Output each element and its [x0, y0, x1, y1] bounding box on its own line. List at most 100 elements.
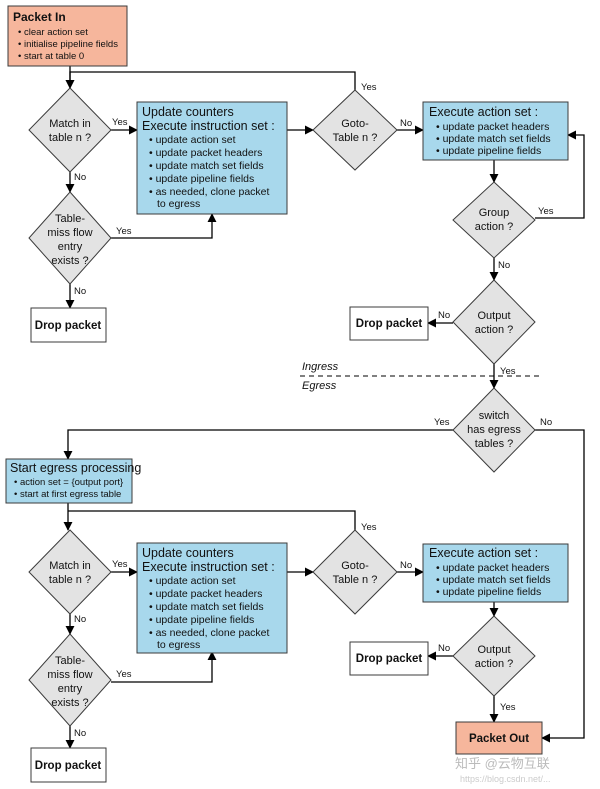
drop-packet-text: Drop packet [356, 318, 423, 330]
switch-text: switch [479, 410, 510, 422]
node-tablemiss: Table- miss flow entry exists ? [28, 191, 112, 285]
tablemiss-text: entry [58, 683, 83, 695]
node-egress-output-action: Output action ? [452, 615, 536, 697]
node-egress-match-table: Match in table n ? [28, 529, 112, 615]
node-drop-packet: Drop packet [30, 307, 107, 343]
label-yes: Yes [538, 206, 554, 217]
match-table-text: Match in [49, 118, 91, 130]
node-output-action: Output action ? [452, 279, 536, 365]
edge-switch-packetout [535, 429, 585, 743]
tablemiss-text: entry [58, 241, 83, 253]
node-group-action: Group action ? [452, 181, 536, 259]
match-table-text: table n ? [49, 132, 91, 144]
update-item: • update pipeline fields [149, 614, 254, 626]
output-text: action ? [475, 324, 514, 336]
group-text: Group [479, 207, 510, 219]
label-yes: Yes [361, 522, 377, 533]
tablemiss-text: miss flow [47, 669, 92, 681]
update-item: • update action set [149, 134, 236, 146]
execute-item: • update packet headers [436, 121, 549, 133]
label-no: No [540, 417, 552, 428]
label-no: No [498, 260, 510, 271]
update-text: Update counters [142, 546, 234, 560]
zone-egress-label: Egress [302, 380, 337, 392]
tablemiss-text: Table- [55, 655, 85, 667]
execute-item: • update pipeline fields [436, 145, 541, 157]
edge-egoto-loop [68, 510, 356, 530]
node-packet-out: Packet Out [455, 721, 543, 755]
label-yes: Yes [434, 417, 450, 428]
update-text: Execute instruction set : [142, 119, 275, 133]
packet-in-item: • clear action set [18, 27, 88, 38]
match-table-text: Match in [49, 560, 91, 572]
label-no: No [74, 614, 86, 625]
update-item: to egress [157, 639, 200, 651]
label-no: No [400, 118, 412, 129]
node-switch-egress: switch has egress tables ? [452, 387, 536, 473]
packet-in-title: Packet In [13, 10, 66, 24]
goto-text: Table n ? [333, 574, 378, 586]
switch-text: has egress [467, 424, 521, 436]
match-table-text: table n ? [49, 574, 91, 586]
label-yes: Yes [500, 702, 516, 713]
update-item: • as needed, clone packet [149, 186, 270, 198]
node-goto-table: Goto- Table n ? [312, 89, 398, 171]
egress-start-title: Start egress processing [10, 461, 141, 475]
switch-text: tables ? [475, 438, 514, 450]
label-yes: Yes [116, 669, 132, 680]
goto-text: Goto- [341, 118, 369, 130]
update-text: Update counters [142, 105, 234, 119]
edge-etablemiss-update [111, 651, 217, 683]
drop-packet-text: Drop packet [356, 653, 423, 665]
execute-item: • update packet headers [436, 562, 549, 574]
update-item: • update packet headers [149, 147, 262, 159]
label-yes: Yes [361, 82, 377, 93]
update-item: • update match set fields [149, 160, 264, 172]
update-item: • update pipeline fields [149, 173, 254, 185]
label-no: No [400, 560, 412, 571]
update-item: • update match set fields [149, 601, 264, 613]
packet-out-text: Packet Out [469, 733, 529, 745]
egress-start-item: • start at first egress table [14, 489, 121, 500]
packet-in-item: • start at table 0 [18, 51, 84, 62]
watermark-url: https://blog.csdn.net/... [460, 774, 551, 784]
node-egress-drop-packet-right: Drop packet [349, 641, 429, 676]
update-item: • update packet headers [149, 588, 262, 600]
label-yes: Yes [112, 559, 128, 570]
label-no: No [74, 286, 86, 297]
node-egress-execute-action-set: Execute action set : • update packet hea… [422, 543, 569, 603]
goto-text: Table n ? [333, 132, 378, 144]
label-no: No [438, 643, 450, 654]
drop-packet-text: Drop packet [35, 320, 102, 332]
node-execute-action-set: Execute action set : • update packet hea… [422, 101, 569, 161]
node-packet-in: Packet In • clear action set • initialis… [7, 5, 128, 67]
label-no: No [74, 172, 86, 183]
node-drop-packet-right: Drop packet [349, 306, 429, 341]
update-item: to egress [157, 198, 200, 210]
edge-goto-loop [65, 71, 356, 90]
zone-ingress-label: Ingress [302, 361, 339, 373]
edge-tablemiss-update [111, 213, 217, 239]
output-text: Output [477, 310, 510, 322]
execute-item: • update match set fields [436, 133, 551, 145]
execute-item: • update pipeline fields [436, 586, 541, 598]
goto-text: Goto- [341, 560, 369, 572]
node-start-egress: Start egress processing • action set = {… [5, 458, 141, 504]
output-text: Output [477, 644, 510, 656]
tablemiss-text: miss flow [47, 227, 92, 239]
label-no: No [438, 310, 450, 321]
tablemiss-text: exists ? [51, 697, 88, 709]
label-yes: Yes [116, 226, 132, 237]
watermark-text: 知乎 @云物互联 [455, 756, 550, 771]
tablemiss-text: exists ? [51, 255, 88, 267]
node-egress-tablemiss: Table- miss flow entry exists ? [28, 633, 112, 727]
update-item: • update action set [149, 575, 236, 587]
node-match-table: Match in table n ? [28, 87, 112, 173]
label-yes: Yes [112, 117, 128, 128]
label-no: No [74, 728, 86, 739]
packet-in-item: • initialise pipeline fields [18, 39, 118, 50]
update-item: • as needed, clone packet [149, 627, 270, 639]
egress-start-item: • action set = {output port} [14, 477, 123, 488]
